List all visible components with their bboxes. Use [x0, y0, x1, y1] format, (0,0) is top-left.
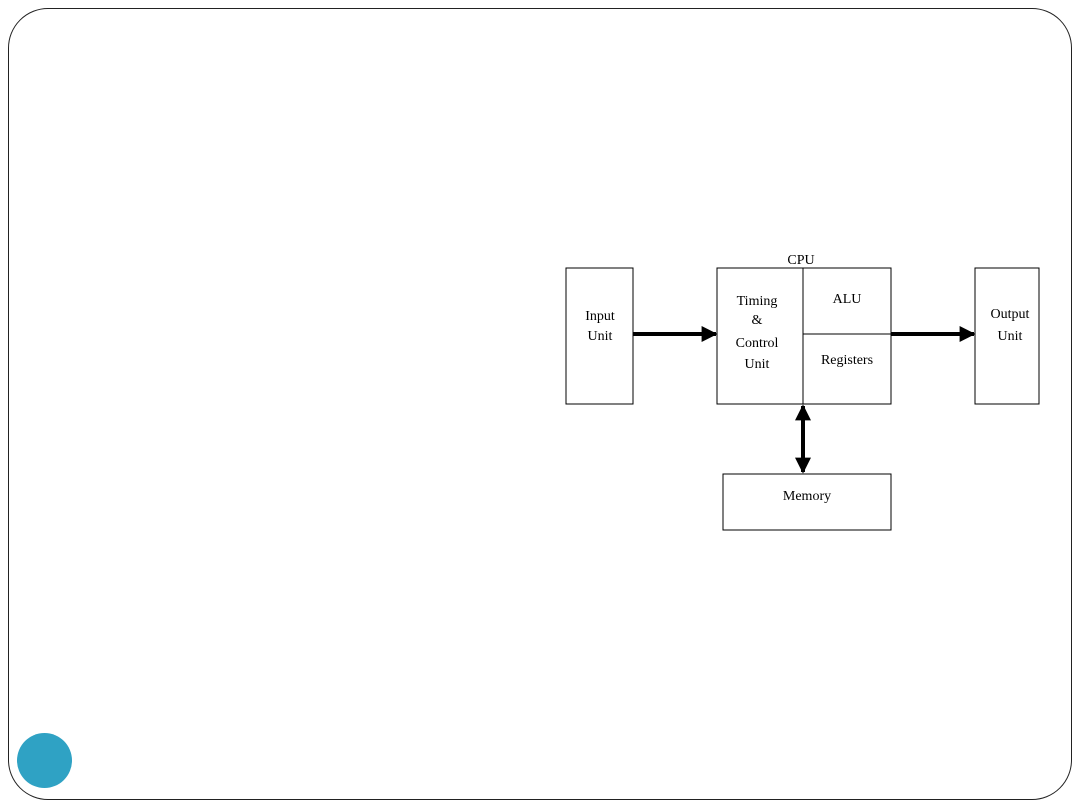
slide-frame	[8, 8, 1072, 800]
registers-label: Registers	[821, 353, 873, 368]
accent-circle	[17, 733, 72, 788]
cpu-box	[716, 267, 892, 405]
input-unit-box: Input Unit	[565, 267, 634, 405]
timing-control-unit: Timing & Control Unit	[736, 294, 779, 372]
timing-control-line4: Unit	[745, 357, 770, 372]
alu-label: ALU	[833, 292, 862, 307]
timing-control-line2: &	[752, 313, 763, 328]
timing-control-line1: Timing	[737, 294, 778, 309]
output-unit-box: Output Unit	[974, 267, 1040, 405]
input-unit-line1: Input	[585, 309, 615, 324]
timing-control-line3: Control	[736, 336, 779, 351]
cpu-label: CPU	[787, 253, 814, 268]
output-unit-line2: Unit	[998, 329, 1023, 344]
output-unit-line1: Output	[991, 307, 1030, 322]
memory-label: Memory	[783, 489, 831, 504]
memory-box: Memory	[722, 473, 892, 531]
input-unit-line2: Unit	[588, 329, 613, 344]
